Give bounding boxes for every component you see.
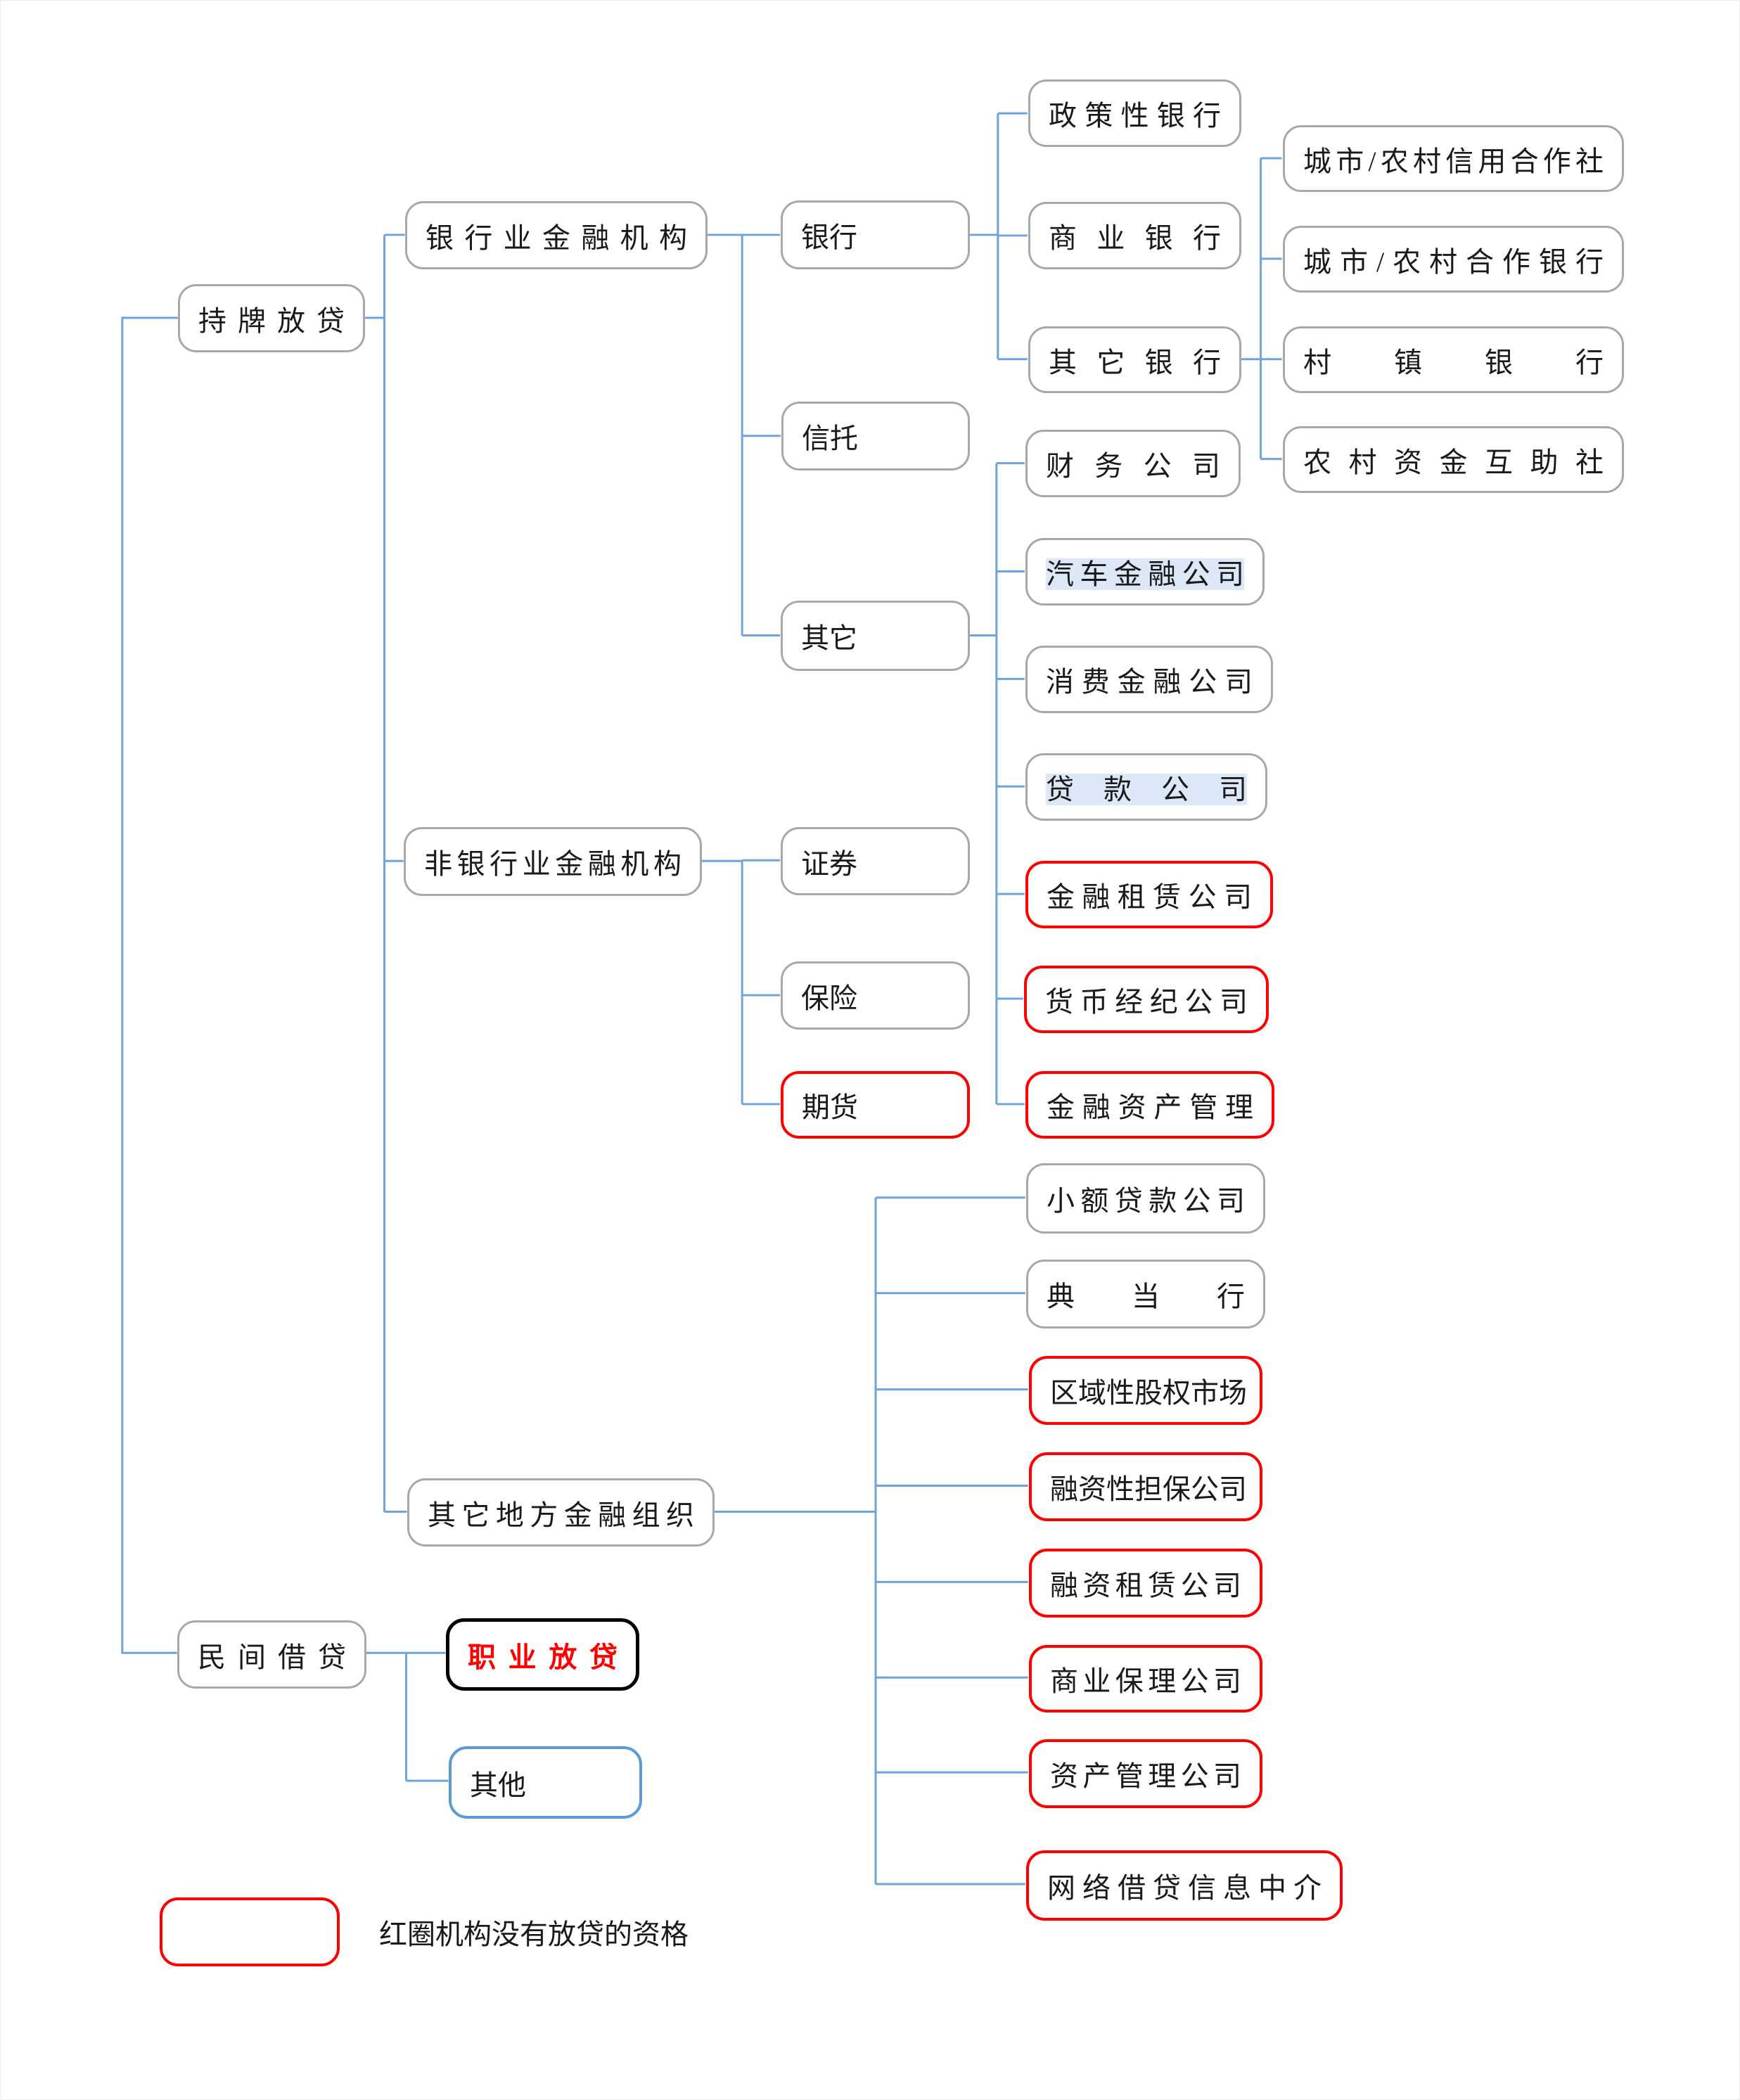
node-auto-finance: 汽车金融公司 bbox=[1025, 538, 1265, 606]
node-commercial-factoring: 商业保理公司 bbox=[1029, 1645, 1262, 1712]
node-asset-management: 资产管理公司 bbox=[1029, 1739, 1262, 1808]
node-trust: 信托 bbox=[781, 402, 970, 470]
node-insurance: 保险 bbox=[781, 961, 970, 1030]
highlighted-text: 汽车金融公司 bbox=[1046, 558, 1244, 590]
connector-otherfi-children bbox=[968, 462, 1025, 1106]
node-professional-lending: 职业放贷 bbox=[446, 1618, 639, 1691]
node-private-other: 其他 bbox=[449, 1746, 642, 1819]
connector-root bbox=[121, 316, 178, 1654]
node-financial-asset-mgmt: 金融资产管理 bbox=[1025, 1071, 1274, 1139]
connector-local-children bbox=[714, 1196, 1028, 1885]
node-pawn-shop: 典当行 bbox=[1026, 1260, 1265, 1328]
node-local-financial-orgs: 其它地方金融组织 bbox=[407, 1478, 715, 1547]
node-finance-company: 财务公司 bbox=[1025, 430, 1241, 497]
node-financing-guarantee: 融资性担保公司 bbox=[1029, 1452, 1262, 1521]
node-regional-equity-market: 区域性股权市场 bbox=[1029, 1356, 1262, 1425]
connector-nonbanking-children bbox=[701, 859, 781, 1106]
node-finance-leasing: 融资租赁公司 bbox=[1029, 1549, 1262, 1618]
connector-private-children bbox=[366, 1651, 449, 1782]
node-other-bank: 其它银行 bbox=[1028, 326, 1241, 393]
node-commercial-bank: 商业银行 bbox=[1028, 202, 1241, 269]
connector-licensed-children bbox=[364, 233, 407, 1513]
node-p2p-lending-intermediary: 网络借贷信息中介 bbox=[1026, 1850, 1343, 1921]
highlighted-text: 贷款公司 bbox=[1046, 774, 1247, 805]
node-futures: 期货 bbox=[781, 1071, 970, 1139]
node-cooperative-bank: 城市/农村合作银行 bbox=[1283, 226, 1624, 293]
node-securities: 证券 bbox=[781, 827, 970, 895]
node-money-broker: 货币经纪公司 bbox=[1024, 966, 1269, 1033]
node-credit-cooperative: 城市/农村信用合作社 bbox=[1283, 125, 1624, 192]
node-rural-mutual-fund: 农村资金互助社 bbox=[1283, 426, 1624, 493]
node-nonbanking-institutions: 非银行业金融机构 bbox=[404, 827, 702, 896]
node-village-bank: 村镇银行 bbox=[1283, 326, 1624, 393]
node-loan-company: 贷款公司 bbox=[1025, 753, 1267, 821]
node-banking-institutions: 银行业金融机构 bbox=[405, 201, 708, 269]
node-consumer-finance: 消费金融公司 bbox=[1025, 646, 1273, 713]
node-bank: 银行 bbox=[781, 200, 970, 269]
node-licensed-lending: 持牌放贷 bbox=[178, 284, 365, 352]
connector-bank-children bbox=[968, 112, 1028, 361]
node-micro-loan: 小额贷款公司 bbox=[1026, 1163, 1265, 1234]
node-private-lending: 民间借贷 bbox=[177, 1620, 366, 1689]
connector-banking-children bbox=[707, 233, 781, 636]
connector-otherbank-children bbox=[1240, 157, 1282, 461]
legend-red-box bbox=[160, 1897, 340, 1966]
node-other-fi: 其它 bbox=[781, 601, 970, 671]
legend-note: 红圈机构没有放贷的资格 bbox=[379, 1919, 689, 1950]
node-financial-leasing: 金融租赁公司 bbox=[1025, 861, 1273, 928]
node-policy-bank: 政策性银行 bbox=[1028, 79, 1241, 147]
